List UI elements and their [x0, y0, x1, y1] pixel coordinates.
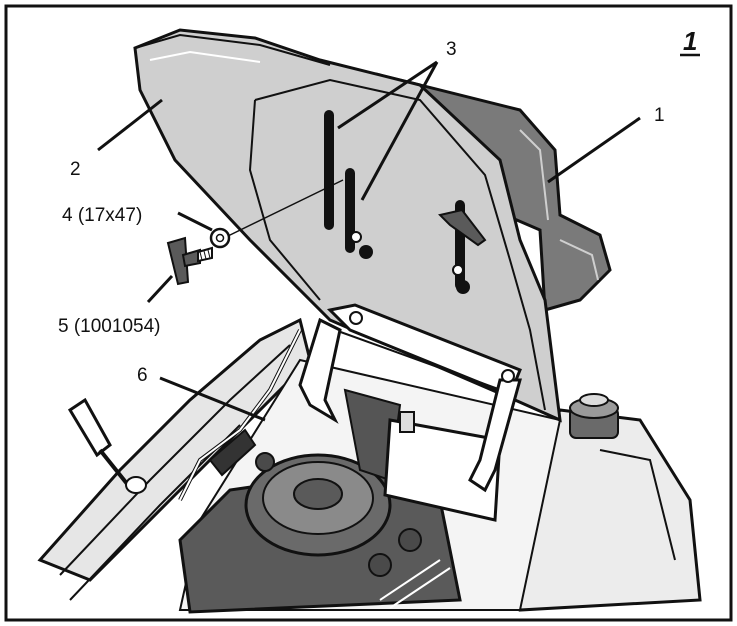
- leader-3a: [337, 60, 438, 130]
- callout-3: 3: [446, 39, 457, 60]
- adjustment-slots: [324, 110, 487, 294]
- callout-2: 2: [70, 159, 81, 180]
- washer: [209, 227, 231, 249]
- knob-on-hood: [438, 208, 487, 247]
- screwdriver: [67, 397, 147, 494]
- figure-number: 1: [683, 26, 697, 56]
- leader-4b: [227, 179, 344, 237]
- seat-support: [343, 388, 502, 522]
- callout-6: 6: [137, 365, 148, 386]
- leader-5: [146, 274, 174, 304]
- callout-1: 1: [654, 105, 665, 126]
- cable: [178, 329, 302, 501]
- engine: [178, 452, 462, 614]
- leader-6: [159, 376, 266, 422]
- knob: [166, 236, 213, 286]
- leader-3b: [360, 61, 439, 201]
- leader-lines: [97, 60, 641, 422]
- leader-4: [177, 211, 213, 232]
- callouts: 1 1 2 3 4 (17x47) 5 (1001054) 6: [58, 26, 700, 386]
- leader-2: [97, 98, 163, 152]
- callout-5: 5 (1001054): [58, 316, 160, 337]
- fuel-cap: [569, 393, 619, 439]
- callout-4: 4 (17x47): [62, 205, 142, 226]
- hood-hinge: [298, 303, 522, 493]
- leader-1: [547, 116, 641, 184]
